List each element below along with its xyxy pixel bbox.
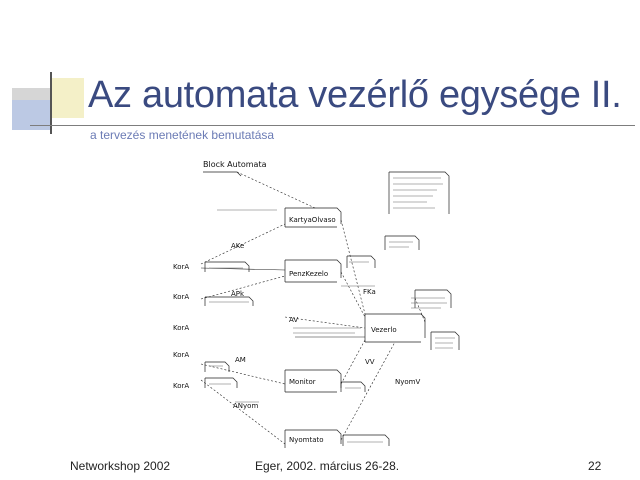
module-monitor: Monitor	[289, 378, 316, 386]
signal-fka: FKa	[363, 288, 376, 296]
signal-am: AM	[235, 356, 246, 364]
footer-location-date: Eger, 2002. március 26-28.	[255, 459, 400, 473]
side-label: KorA	[173, 293, 189, 301]
slide-title: Az automata vezérlő egysége II.	[88, 74, 622, 116]
diagram-header: Block Automata	[203, 160, 267, 169]
side-label: KorA	[173, 324, 189, 332]
signal-av: AV	[289, 316, 298, 324]
slide-subtitle: a tervezés menetének bemutatása	[90, 128, 275, 142]
module-penzkezelo: PenzKezelo	[289, 270, 328, 278]
module-kartyaolvaso: KartyaOlvaso	[289, 216, 336, 224]
decor-vertical-line	[50, 72, 52, 134]
slide-number: 22	[588, 459, 602, 473]
signal-anyom: ANyom	[233, 402, 258, 410]
module-nyomtato: Nyomtato	[289, 436, 324, 444]
side-label: KorA	[173, 351, 189, 359]
footer-event: Networkshop 2002	[70, 459, 171, 473]
decor-yellow-square	[52, 78, 84, 118]
signal-vv: VV	[365, 358, 375, 366]
signal-ake: AKe	[231, 242, 244, 250]
block-diagram: Block Automata KartyaOlvaso PenzKezelo V…	[173, 160, 460, 448]
signal-apk: APk	[231, 290, 245, 298]
module-vezerlo: Vezerlo	[371, 326, 397, 334]
side-label: KorA	[173, 382, 189, 390]
title-underline	[30, 125, 635, 126]
side-label: KorA	[173, 263, 189, 271]
signal-nyomv: NyomV	[395, 378, 420, 386]
